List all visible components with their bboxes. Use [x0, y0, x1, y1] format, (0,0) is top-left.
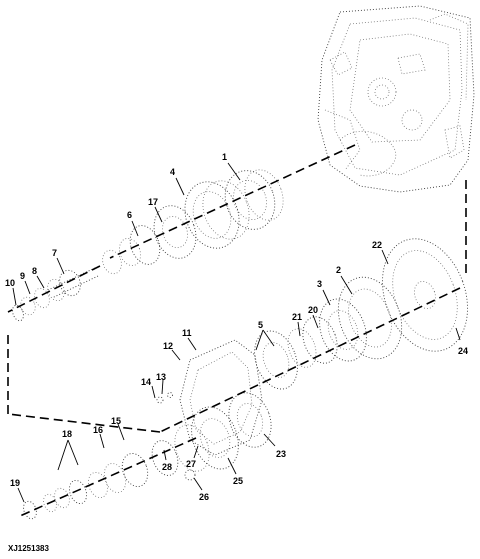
callout-28: 28 [162, 462, 172, 472]
figure-code: XJ1251383 [8, 544, 49, 553]
callout-14: 14 [141, 377, 151, 387]
callout-9: 9 [20, 271, 25, 281]
callout-8: 8 [32, 266, 37, 276]
callout-27: 27 [186, 459, 196, 469]
lower-gear-set [23, 238, 468, 520]
callout-labels: 1 2 3 4 5 6 7 8 9 10 11 12 13 14 15 16 1… [5, 152, 468, 502]
callout-23: 23 [276, 449, 286, 459]
callout-7: 7 [52, 248, 57, 258]
callout-2: 2 [336, 265, 341, 275]
callout-16: 16 [93, 425, 103, 435]
callout-1: 1 [222, 152, 227, 162]
leader-lines [12, 162, 461, 503]
callout-6: 6 [127, 210, 132, 220]
callout-18: 18 [62, 429, 72, 439]
callout-3: 3 [317, 279, 322, 289]
callout-13: 13 [156, 372, 166, 382]
callout-17: 17 [148, 197, 158, 207]
transmission-housing [317, 5, 475, 193]
shaft-centerlines [7, 144, 467, 517]
callout-19: 19 [10, 478, 20, 488]
callout-12: 12 [163, 341, 173, 351]
callout-4: 4 [170, 167, 175, 177]
callout-26: 26 [199, 492, 209, 502]
callout-11: 11 [182, 328, 192, 338]
callout-22: 22 [372, 240, 382, 250]
callout-5: 5 [258, 320, 263, 330]
callout-24: 24 [458, 346, 468, 356]
callout-15: 15 [111, 416, 121, 426]
callout-25: 25 [233, 476, 243, 486]
upper-gear-set [12, 169, 284, 322]
callout-21: 21 [292, 312, 302, 322]
callout-10: 10 [5, 278, 15, 288]
callout-20: 20 [308, 305, 318, 315]
